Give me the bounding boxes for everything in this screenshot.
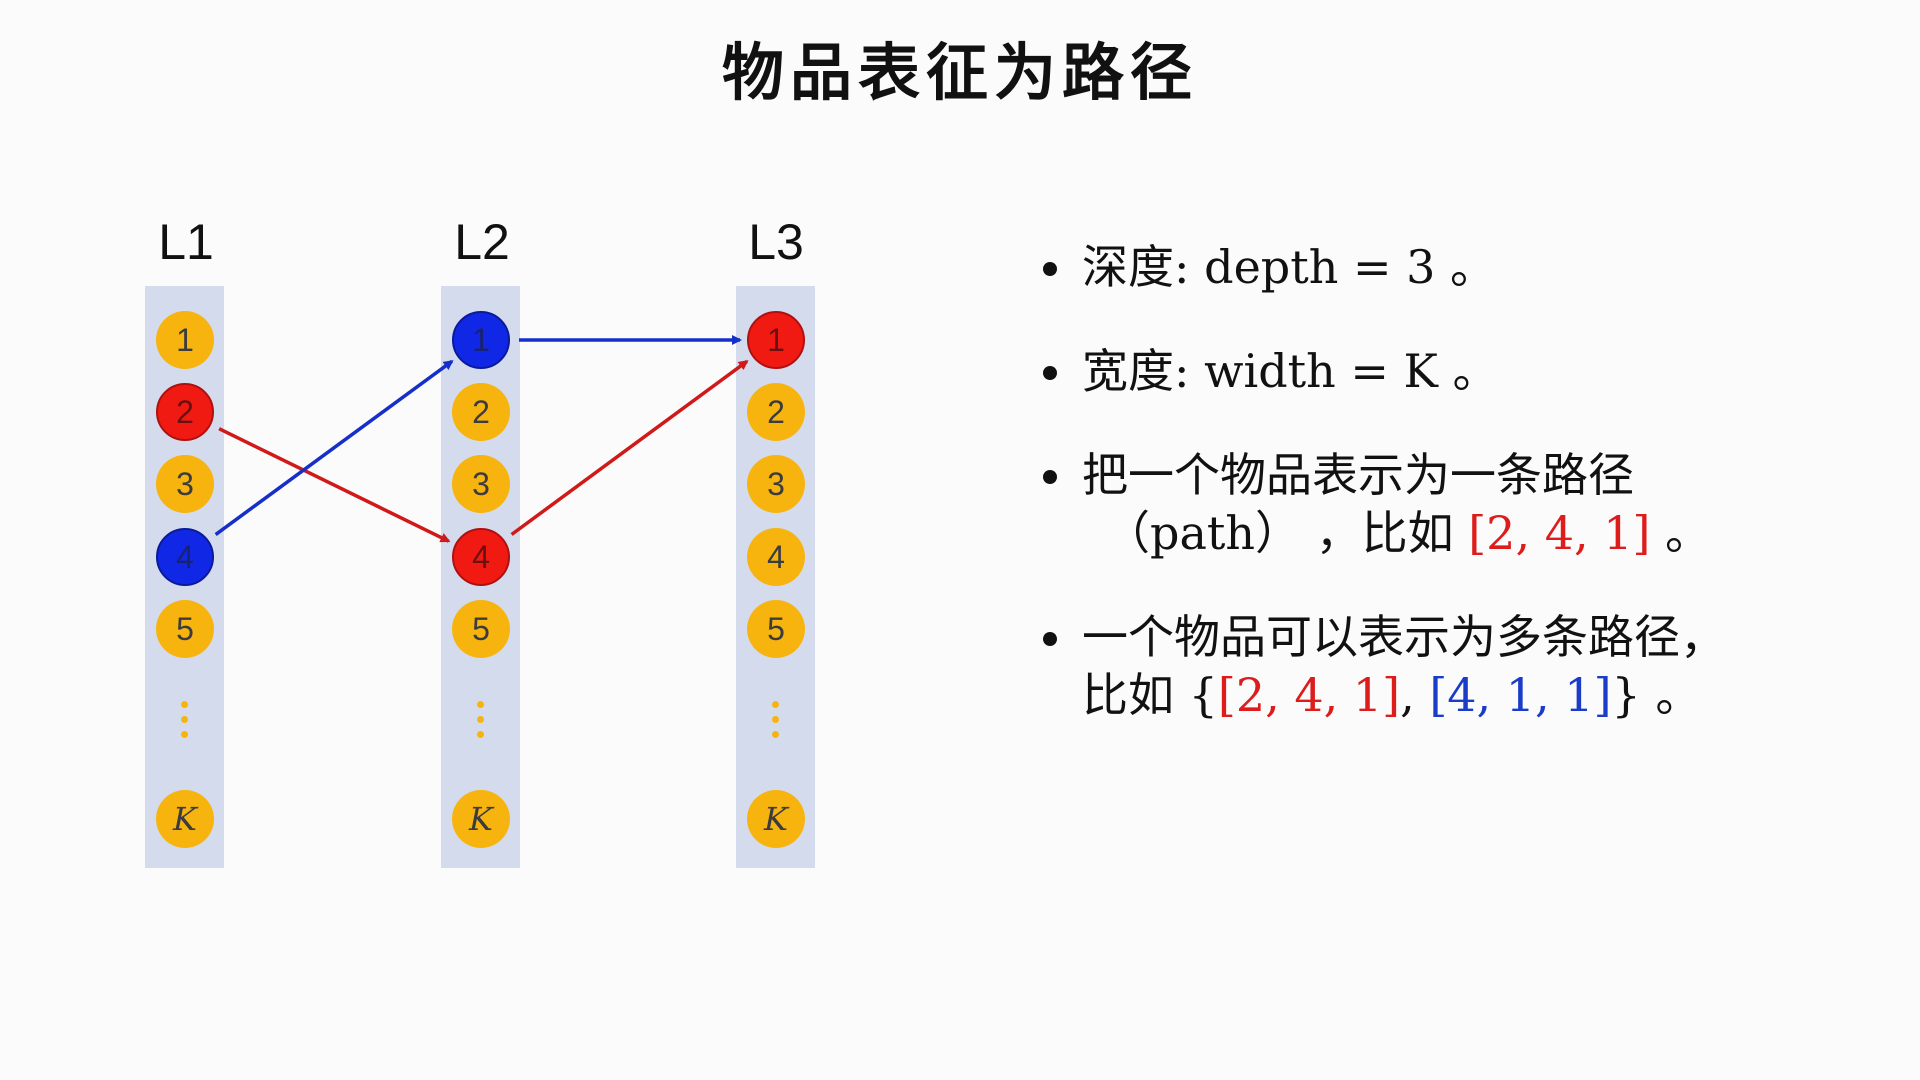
bullet-single-path-line1: 把一个物品表示为一条路径 [1082,448,1634,502]
path-arrow-red-1 [218,427,451,543]
node-l3-3: 3 [747,455,805,513]
ellipsis-icon [477,701,484,738]
node-l3-1: 1 [747,311,805,369]
bullet-depth-text: 深度: depth = 3 。 [1082,240,1497,294]
node-l1-2: 2 [156,383,214,441]
ellipsis-icon [772,701,779,738]
path-example-red: [2, 4, 1] [1468,506,1651,560]
bullet-multi-path-suffix: } 。 [1611,668,1702,722]
bullet-width: 宽度: width = K 。 [1040,342,1900,400]
node-l1-1: 1 [156,311,214,369]
node-l3-2: 2 [747,383,805,441]
layer-label-l3: L3 [748,214,804,270]
bullet-dot [1043,632,1057,646]
node-l2-4: 4 [452,528,510,586]
layer-label-l2: L2 [454,214,510,270]
path-set-blue: [4, 1, 1] [1429,668,1612,722]
slide-title: 物品表征为路径 [721,36,1198,109]
path-arrow-blue-1 [214,359,454,536]
bullet-single-path: 把一个物品表示为一条路径 （path） ，比如 [2, 4, 1] 。 [1040,446,1900,562]
node-l2-3: 3 [452,455,510,513]
node-l3-k: K [747,790,805,848]
bullet-depth: 深度: depth = 3 。 [1040,238,1900,296]
node-l1-4: 4 [156,528,214,586]
bullet-dot [1043,262,1057,276]
bullet-multi-path-prefix: 比如 { [1082,668,1218,722]
ellipsis-icon [181,701,188,738]
bullet-multi-path: 一个物品可以表示为多条路径， 比如 {[2, 4, 1], [4, 1, 1]}… [1040,608,1900,724]
node-l2-5: 5 [452,600,510,658]
node-l2-2: 2 [452,383,510,441]
node-l1-3: 3 [156,455,214,513]
bullet-multi-path-line1: 一个物品可以表示为多条路径， [1082,610,1726,664]
path-arrow-red-2 [510,359,749,536]
bullet-width-text: 宽度: width = K 。 [1082,344,1499,398]
layer-label-l1: L1 [158,214,214,270]
node-l2-1: 1 [452,311,510,369]
bullet-dot [1043,366,1057,380]
path-set-red: [2, 4, 1] [1217,668,1401,722]
bullet-single-path-prefix: （path） ，比如 [1104,506,1469,560]
bullet-single-path-line2: （path） ，比如 [2, 4, 1] 。 [1082,504,1900,562]
path-set-separator: , [1400,668,1430,722]
node-l3-5: 5 [747,600,805,658]
node-l1-5: 5 [156,600,214,658]
node-l2-k: K [452,790,510,848]
node-l1-k: K [156,790,214,848]
node-l3-4: 4 [747,528,805,586]
bullet-dot [1043,470,1057,484]
bullet-single-path-suffix: 。 [1650,506,1712,560]
bullet-multi-path-line2: 比如 {[2, 4, 1], [4, 1, 1]} 。 [1082,666,1900,724]
bullet-list: 深度: depth = 3 。 宽度: width = K 。 把一个物品表示为… [1040,238,1900,770]
